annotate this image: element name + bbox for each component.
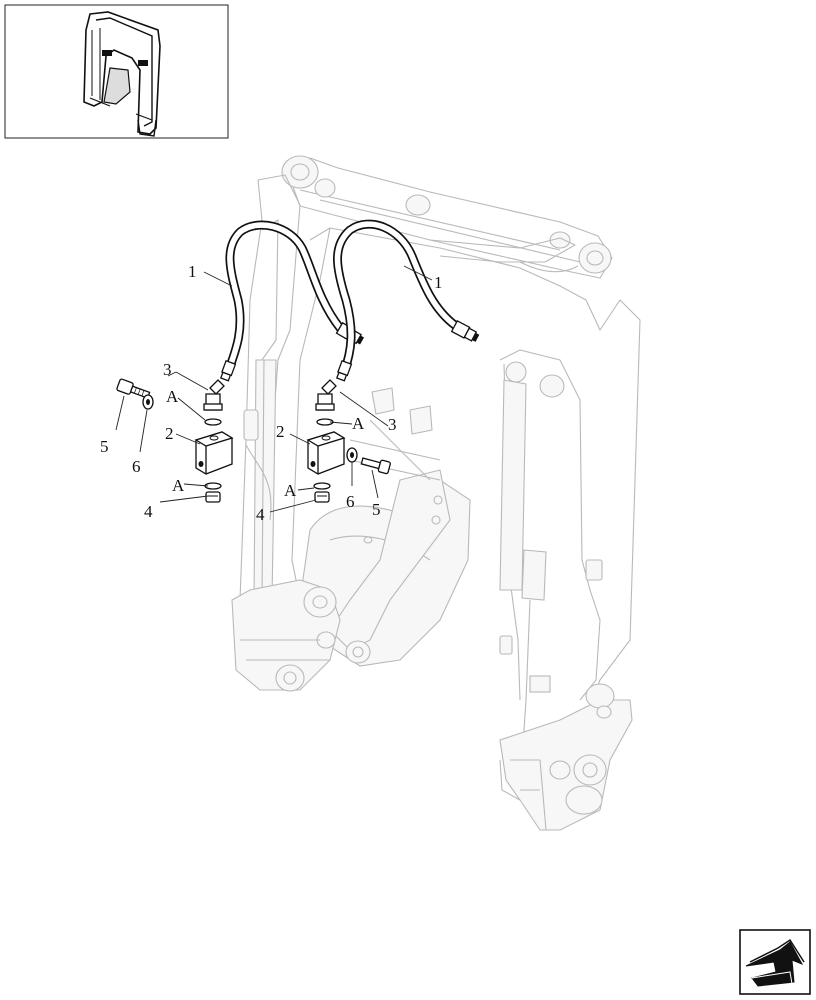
callout-a-upper-right: A — [352, 414, 365, 433]
callout-6-left: 6 — [132, 457, 141, 476]
fitting-stack-right — [306, 379, 391, 503]
thumbnail-frame[interactable] — [4, 4, 229, 139]
manifold-block-right — [306, 431, 346, 475]
o-ring-upper-left — [204, 418, 222, 426]
callout-3-right: 3 — [388, 415, 397, 434]
plug-right — [314, 491, 330, 503]
fitting-stack-left — [116, 378, 234, 503]
callout-a-lower-left: A — [172, 476, 185, 495]
hydraulic-hose-right — [333, 219, 480, 382]
hydraulic-hose-left — [219, 220, 365, 382]
callout-6-right: 6 — [346, 492, 355, 511]
callouts: 1 1 2 2 3 3 4 4 5 5 6 6 A A A A — [100, 262, 443, 524]
loader-boom-thumbnail-icon — [83, 11, 161, 137]
callout-a-upper-left: A — [166, 387, 179, 406]
manifold-block-left — [194, 431, 234, 475]
elbow-adapter-left — [203, 379, 225, 411]
callout-2-right: 2 — [276, 422, 285, 441]
plug-left — [205, 491, 221, 503]
callout-3-left: 3 — [163, 360, 172, 379]
callout-1-left: 1 — [188, 262, 197, 281]
callout-2-left: 2 — [165, 424, 174, 443]
callout-5-left: 5 — [100, 437, 109, 456]
leader-lines — [115, 265, 433, 513]
callout-5-right: 5 — [372, 500, 381, 519]
callout-4-left: 4 — [144, 502, 153, 521]
callout-a-lower-right: A — [284, 481, 297, 500]
callout-1-right: 1 — [434, 273, 443, 292]
bolt-left — [116, 378, 151, 399]
loader-boom-outline — [231, 155, 641, 831]
callout-4-right: 4 — [256, 505, 265, 524]
elbow-adapter-right — [315, 379, 337, 411]
bolt-right — [360, 457, 391, 475]
next-page-arrow-icon[interactable] — [739, 929, 811, 995]
